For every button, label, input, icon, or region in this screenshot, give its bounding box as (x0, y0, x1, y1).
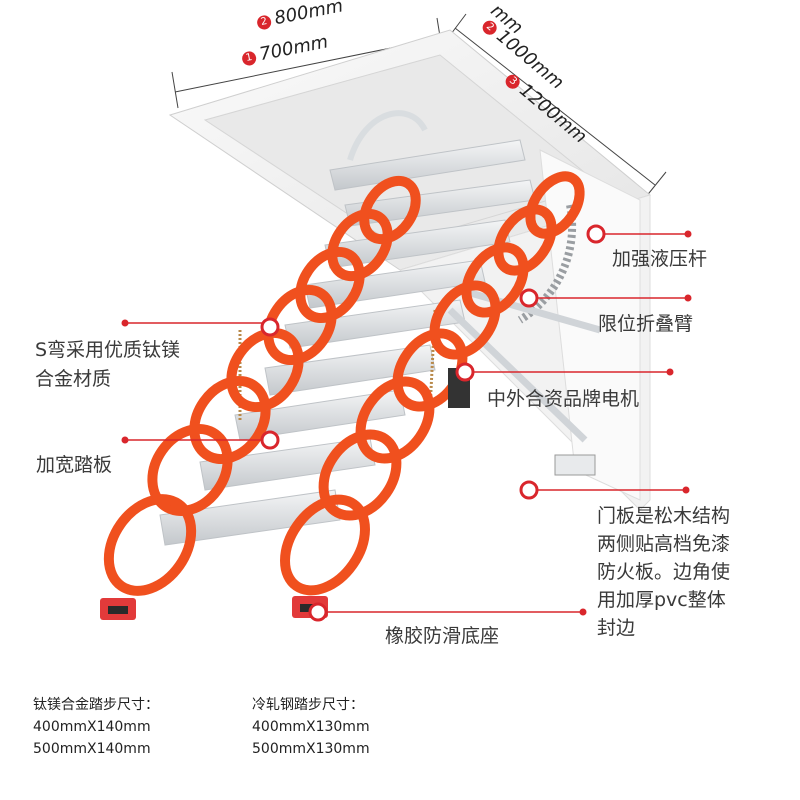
spec-steel-size: 400mmX130mm (252, 719, 370, 735)
spec-alloy-size: 400mmX140mm (33, 719, 151, 735)
spec-steel-title: 冷轧钢踏步尺寸： (252, 697, 364, 713)
label-limit-arm: 限位折叠臂 (598, 313, 694, 335)
callout-endpoints (121, 230, 692, 616)
marker-number: 1 (240, 50, 258, 67)
label-wide-step: 加宽踏板 (36, 454, 113, 476)
label-door-panel: 门板是松木结构 两侧贴高档免漆 防火板。边角使 用加厚pvc整体 封边 (597, 505, 731, 640)
label-hydraulic-rod: 加强液压杆 (612, 248, 708, 270)
spec-alloy-size: 500mmX140mm (33, 741, 151, 757)
marker-number: 2 (255, 14, 273, 31)
scissor-links-front (103, 175, 421, 596)
spec-alloy-title: 钛镁合金踏步尺寸： (33, 697, 159, 713)
door-handle (347, 110, 428, 161)
spec-steel: 冷轧钢踏步尺寸： 400mmX130mm 500mmX130mm (252, 694, 370, 760)
rubber-feet (100, 596, 328, 620)
spec-steel-size: 500mmX130mm (252, 741, 370, 757)
label-rubber-base: 橡胶防滑底座 (385, 625, 500, 647)
label-motor: 中外合资品牌电机 (487, 388, 640, 410)
callout-markers (260, 224, 606, 622)
spec-alloy: 钛镁合金踏步尺寸： 400mmX140mm 500mmX140mm (33, 694, 159, 760)
label-s-bend: S弯采用优质钛镁 合金材质 (35, 339, 181, 390)
hydraulic-arm (447, 286, 601, 443)
callout-lines (125, 233, 688, 613)
switch-box (554, 454, 596, 476)
